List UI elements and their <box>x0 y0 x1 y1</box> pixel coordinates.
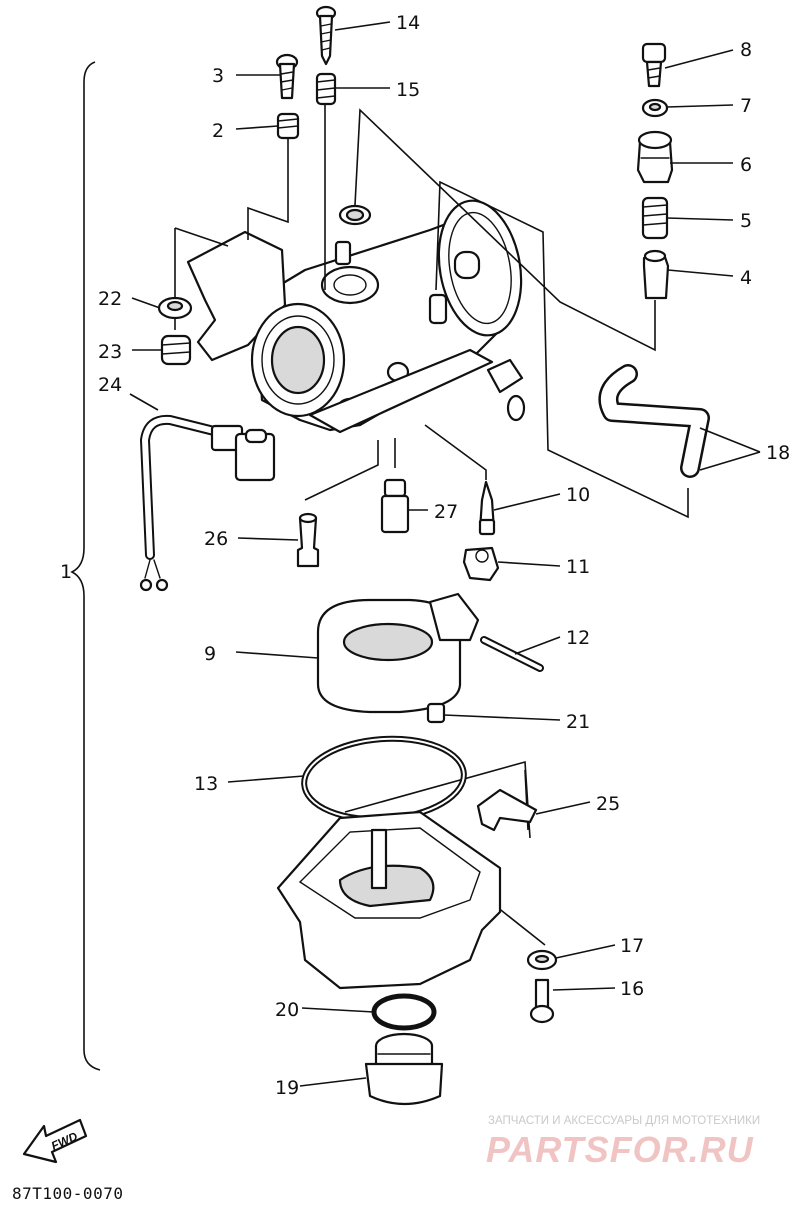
callout-15: 15 <box>396 79 420 101</box>
float-9 <box>316 592 480 714</box>
assembly-bracket <box>70 61 101 1071</box>
callout-25: 25 <box>596 793 620 815</box>
callout-23: 23 <box>98 341 122 363</box>
callout-10: 10 <box>566 484 590 506</box>
callout-16: 16 <box>620 978 644 1000</box>
forward-arrow-icon <box>22 1118 88 1164</box>
jet-27 <box>380 478 410 534</box>
callout-11: 11 <box>566 556 590 578</box>
callout-18: 18 <box>766 442 790 464</box>
callout-6: 6 <box>740 154 752 176</box>
callout-4: 4 <box>740 267 752 289</box>
assembly-guide-lines <box>174 100 689 946</box>
callout-1: 1 <box>60 561 72 583</box>
carburetor-body <box>186 199 526 434</box>
callout-20: 20 <box>275 999 299 1021</box>
callout-24: 24 <box>98 374 122 396</box>
o-ring-20 <box>371 993 437 1031</box>
callout-7: 7 <box>740 95 752 117</box>
clip-11 <box>462 546 500 582</box>
screw-3 <box>275 53 299 100</box>
screw-14 <box>315 5 337 66</box>
callout-19: 19 <box>275 1077 299 1099</box>
callout-5: 5 <box>740 210 752 232</box>
fitting-6 <box>636 130 674 184</box>
leader-lines <box>129 21 761 1087</box>
o-ring-13 <box>301 735 467 823</box>
forward-arrow: FWD <box>22 1118 88 1164</box>
jet-26 <box>296 512 320 568</box>
diagram-code: 87T100-0070 <box>12 1184 123 1203</box>
callout-12: 12 <box>566 627 590 649</box>
screw-16 <box>529 978 555 1024</box>
washer-22 <box>157 296 193 320</box>
bracket-25 <box>476 788 538 832</box>
washer-7 <box>641 98 669 118</box>
callout-9: 9 <box>204 643 216 665</box>
pin-12 <box>480 636 544 672</box>
callout-26: 26 <box>204 528 228 550</box>
callout-numbers: 1 2 3 4 5 6 7 8 9 10 11 12 13 14 15 16 1… <box>60 12 790 1099</box>
spring-2 <box>276 112 300 140</box>
washer-17 <box>526 949 558 971</box>
watermark-tagline: ЗАПЧАСТИ И АКСЕССУАРЫ ДЛЯ МОТОТЕХНИКИ <box>488 1115 760 1127</box>
drain-plug-19 <box>364 1032 444 1106</box>
spring-15 <box>315 72 337 106</box>
screw-8 <box>641 42 667 88</box>
spring-23 <box>160 334 192 366</box>
screw-21 <box>426 702 446 724</box>
callout-21: 21 <box>566 711 590 733</box>
callout-13: 13 <box>194 773 218 795</box>
callout-14: 14 <box>396 12 420 34</box>
float-bowl <box>276 810 502 990</box>
plunger-4 <box>642 249 670 300</box>
callout-8: 8 <box>740 39 752 61</box>
callout-3: 3 <box>212 65 224 87</box>
hose-18 <box>598 364 710 478</box>
watermark: ЗАПЧАСТИ И АКСЕССУАРЫ ДЛЯ МОТОТЕХНИКИ PA… <box>486 1115 760 1170</box>
callout-2: 2 <box>212 120 224 142</box>
spring-5 <box>641 196 669 240</box>
needle-valve-10 <box>478 480 496 536</box>
callout-27: 27 <box>434 501 458 523</box>
cable-24 <box>139 414 276 592</box>
callout-22: 22 <box>98 288 122 310</box>
watermark-brand: PARTSFOR.RU <box>486 1129 754 1170</box>
callout-17: 17 <box>620 935 644 957</box>
